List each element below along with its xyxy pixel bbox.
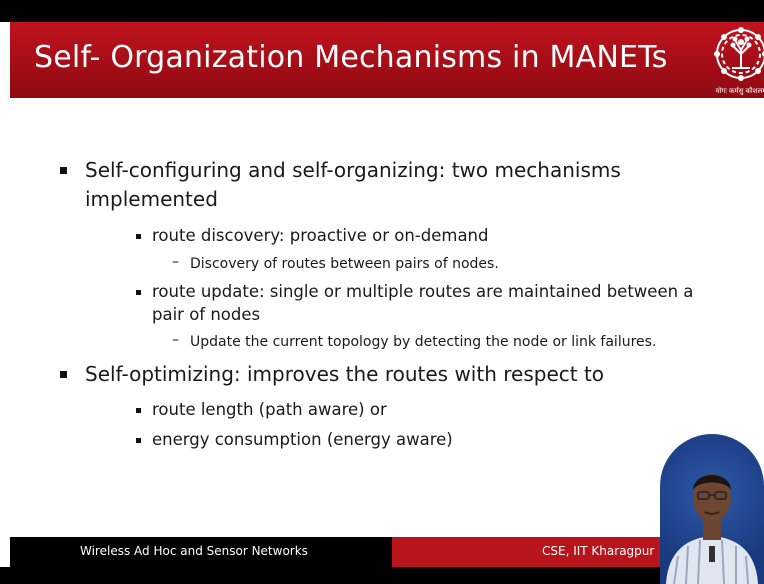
title-bar: Self- Organization Mechanisms in MANETs <box>10 22 764 98</box>
footer-course-title: Wireless Ad Hoc and Sensor Networks <box>80 544 308 558</box>
sub-bullet-route-length: route length (path aware) or <box>152 400 387 419</box>
slide-title: Self- Organization Mechanisms in MANETs <box>34 40 668 75</box>
small-square-bullet-icon <box>136 290 141 295</box>
detail-dash: – <box>172 254 179 270</box>
detail-route-discovery: Discovery of routes between pairs of nod… <box>190 256 499 272</box>
detail-dash: – <box>172 332 179 348</box>
sub-bullet-route-update-line-1: route update: single or multiple routes … <box>152 282 694 301</box>
footer-left: Wireless Ad Hoc and Sensor Networks <box>10 537 392 567</box>
bullet-1-line-1: Self-configuring and self-organizing: tw… <box>85 158 621 182</box>
square-bullet-icon <box>60 371 67 378</box>
bullet-2-line-1: Self-optimizing: improves the routes wit… <box>85 362 605 386</box>
sub-bullet-route-update-line-2: pair of nodes <box>152 305 261 324</box>
top-black-band <box>0 0 764 22</box>
sub-bullet-route-discovery: route discovery: proactive or on-demand <box>152 226 489 245</box>
footer-institute: CSE, IIT Kharagpur <box>542 544 655 558</box>
small-square-bullet-icon <box>136 408 141 413</box>
sub-bullet-energy-consumption: energy consumption (energy aware) <box>152 430 453 449</box>
bullet-1-line-2: implemented <box>85 187 218 211</box>
small-square-bullet-icon <box>136 234 141 239</box>
logo-caption: योगः कर्मसु कौशलम् <box>715 87 764 95</box>
speaker-video-overlay <box>660 434 764 584</box>
iit-kharagpur-emblem-icon: योगः कर्मसु कौशलम् <box>710 24 764 96</box>
square-bullet-icon <box>60 167 67 174</box>
bottom-black-band <box>0 567 764 584</box>
small-square-bullet-icon <box>136 438 141 443</box>
slide-footer: Wireless Ad Hoc and Sensor Networks CSE,… <box>10 537 764 567</box>
detail-route-update: Update the current topology by detecting… <box>190 334 657 350</box>
slide-content: Self-configuring and self-organizing: tw… <box>0 100 764 530</box>
